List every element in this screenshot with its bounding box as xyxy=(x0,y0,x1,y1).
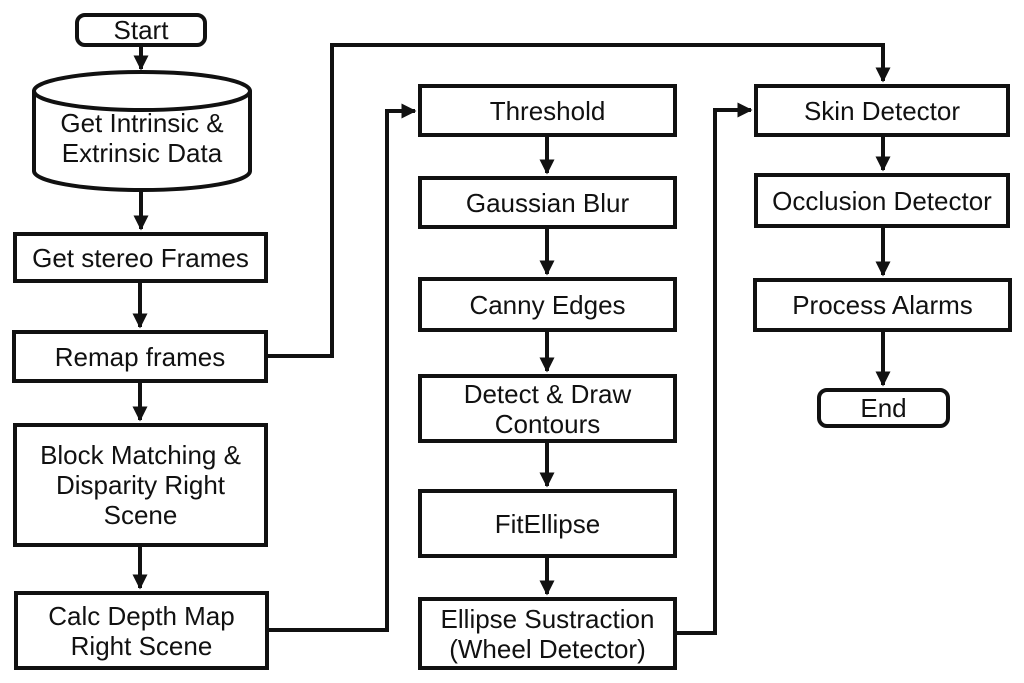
node-contours: Detect & Draw Contours xyxy=(418,374,677,443)
cylinder-shape xyxy=(32,70,252,192)
node-stereo-frames: Get stereo Frames xyxy=(13,232,268,283)
edge-sustraction-to-skin xyxy=(677,102,753,635)
node-end: End xyxy=(817,388,950,428)
node-ellipse-sustraction-label: Ellipse Sustraction (Wheel Detector) xyxy=(440,603,655,664)
node-remap-frames-label: Remap frames xyxy=(54,341,226,372)
node-block-matching: Block Matching & Disparity Right Scene xyxy=(13,423,268,547)
node-gaussian-blur-label: Gaussian Blur xyxy=(465,187,630,218)
node-block-matching-label: Block Matching & Disparity Right Scene xyxy=(40,440,241,530)
node-fitellipse: FitEllipse xyxy=(418,489,677,558)
node-threshold-label: Threshold xyxy=(489,95,606,126)
node-calc-depth-label: Calc Depth Map Right Scene xyxy=(48,600,235,661)
node-canny-edges-label: Canny Edges xyxy=(469,289,626,320)
node-gaussian-blur: Gaussian Blur xyxy=(418,176,677,229)
node-canny-edges: Canny Edges xyxy=(418,277,677,332)
node-intrinsic-data: Get Intrinsic & Extrinsic Data xyxy=(34,95,250,181)
node-start: Start xyxy=(75,13,207,47)
node-stereo-frames-label: Get stereo Frames xyxy=(32,242,249,273)
node-occlusion-detector-label: Occlusion Detector xyxy=(772,185,992,216)
edge-calc-to-threshold xyxy=(269,103,417,632)
node-process-alarms-label: Process Alarms xyxy=(792,290,973,320)
node-contours-label: Detect & Draw Contours xyxy=(463,378,632,439)
node-calc-depth: Calc Depth Map Right Scene xyxy=(14,591,269,670)
node-fitellipse-label: FitEllipse xyxy=(494,508,601,539)
node-threshold: Threshold xyxy=(418,84,677,137)
node-process-alarms: Process Alarms xyxy=(753,278,1012,332)
edge-remap-to-skin xyxy=(268,43,891,358)
node-start-label: Start xyxy=(113,15,169,45)
node-intrinsic-data-label: Get Intrinsic & Extrinsic Data xyxy=(60,108,224,168)
node-skin-detector-label: Skin Detector xyxy=(803,95,961,126)
node-remap-frames: Remap frames xyxy=(12,330,268,383)
node-end-label: End xyxy=(860,393,907,423)
node-skin-detector: Skin Detector xyxy=(754,84,1010,137)
node-ellipse-sustraction: Ellipse Sustraction (Wheel Detector) xyxy=(418,597,677,670)
node-occlusion-detector: Occlusion Detector xyxy=(754,173,1010,228)
